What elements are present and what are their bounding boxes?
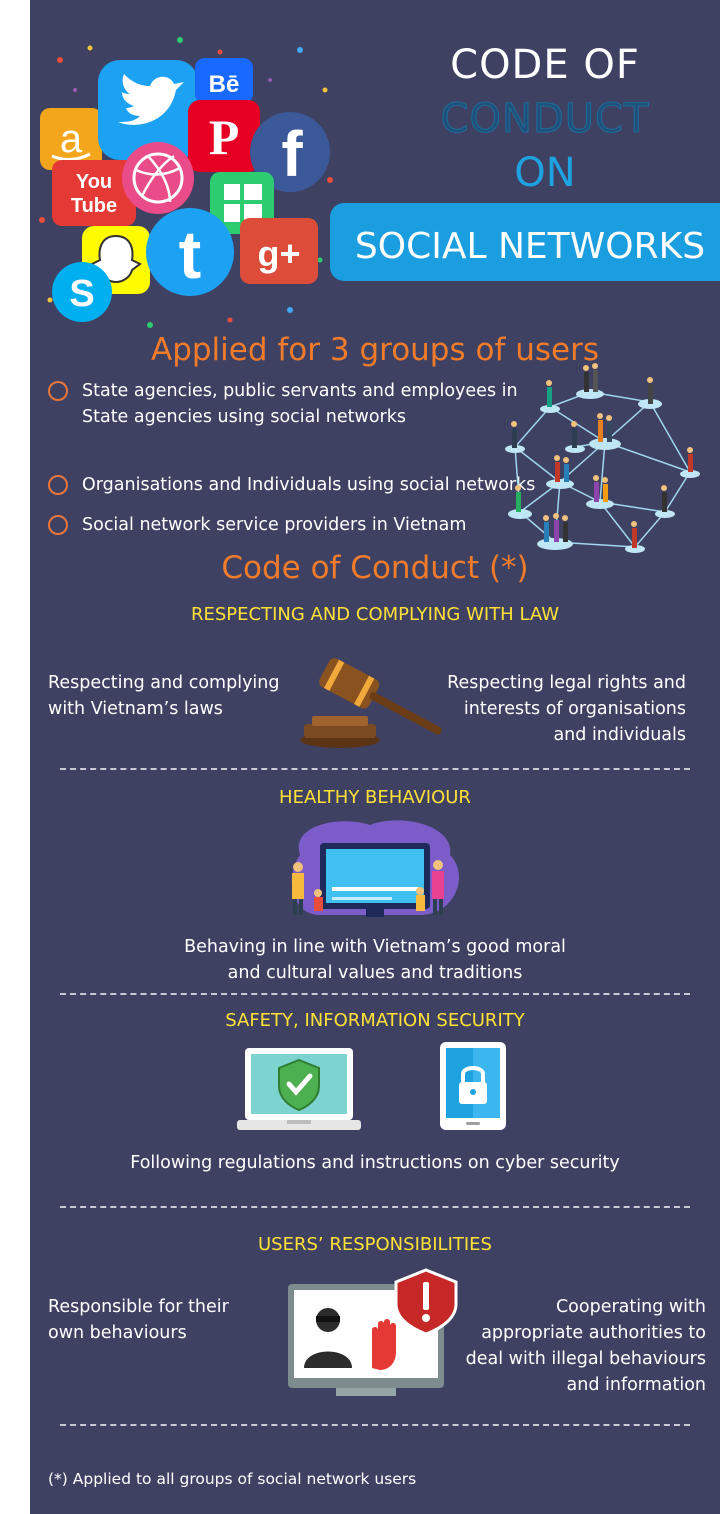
svg-text:S: S: [69, 273, 94, 315]
title-line-on: ON: [514, 150, 576, 196]
section-divider: [60, 768, 690, 770]
twitter-icon: [98, 60, 198, 160]
svg-text:a: a: [60, 117, 83, 161]
amazon-icon: a: [40, 108, 102, 170]
people-figures: [511, 363, 693, 548]
tumblr-icon: t: [146, 208, 234, 296]
section-divider: [60, 1206, 690, 1208]
title-line-conduct: CONDUCT: [440, 96, 650, 143]
title-line-code-of: CODE OF: [450, 42, 640, 88]
responsibilities-left-text: Responsible for their own behaviours: [48, 1297, 229, 1343]
conduct-heading: Code of Conduct (*): [221, 550, 529, 586]
facebook-icon: f: [250, 112, 330, 192]
social-icons-cluster: a You Tube Bē P: [39, 37, 333, 328]
svg-text:P: P: [209, 109, 240, 165]
behance-icon: Bē: [195, 58, 253, 104]
laptop-shield-icon: [237, 1048, 361, 1130]
footnote: (*) Applied to all groups of social netw…: [48, 1470, 417, 1488]
law-right-text: Respecting legal rights and interests of…: [447, 673, 686, 745]
bullet-icon: [48, 515, 68, 535]
bullet-icon: [48, 475, 68, 495]
svg-text:f: f: [281, 118, 303, 190]
law-heading: RESPECTING AND COMPLYING WITH LAW: [190, 604, 560, 625]
security-text: Following regulations and instructions o…: [130, 1153, 620, 1173]
behaviour-text: Behaving in line with Vietnam’s good mor…: [184, 937, 566, 983]
svg-text:t: t: [179, 217, 202, 293]
responsibilities-right-text: Cooperating with appropriate authorities…: [465, 1297, 706, 1395]
group-item-organisations: Organisations and Individuals using soci…: [82, 475, 536, 495]
monitor-hacker-stop-icon: [288, 1268, 458, 1396]
gavel-icon: [300, 658, 442, 748]
svg-text:You: You: [76, 171, 112, 193]
responsibilities-heading: USERS’ RESPONSIBILITIES: [258, 1234, 492, 1255]
dribbble-icon: [122, 142, 194, 214]
security-heading: SAFETY, INFORMATION SECURITY: [225, 1010, 525, 1031]
phone-lock-icon: [440, 1042, 506, 1130]
google-plus-icon: g+: [240, 218, 318, 284]
section-divider: [60, 1424, 690, 1426]
svg-text:Tube: Tube: [71, 195, 117, 217]
bullet-icon: [48, 381, 68, 401]
section-divider: [60, 993, 690, 995]
title-line-social-networks: SOCIAL NETWORKS: [354, 226, 706, 267]
group-item-providers: Social network service providers in Viet…: [82, 515, 467, 535]
pinterest-icon: P: [188, 100, 260, 172]
behaviour-heading: HEALTHY BEHAVIOUR: [279, 787, 471, 808]
youtube-icon: You Tube: [52, 160, 136, 226]
title-banner: [330, 203, 720, 281]
tv-family-illustration: [291, 820, 459, 917]
groups-heading: Applied for 3 groups of users: [151, 332, 599, 368]
svg-text:Bē: Bē: [209, 71, 240, 98]
skype-icon: S: [52, 262, 112, 322]
people-network-illustration: [505, 363, 700, 553]
infographic-panel: a You Tube Bē P: [30, 0, 720, 1514]
group-item-state-agencies: State agencies, public servants and empl…: [82, 381, 518, 427]
law-left-text: Respecting and complying with Vietnam’s …: [48, 673, 280, 719]
svg-text:g+: g+: [257, 233, 300, 274]
